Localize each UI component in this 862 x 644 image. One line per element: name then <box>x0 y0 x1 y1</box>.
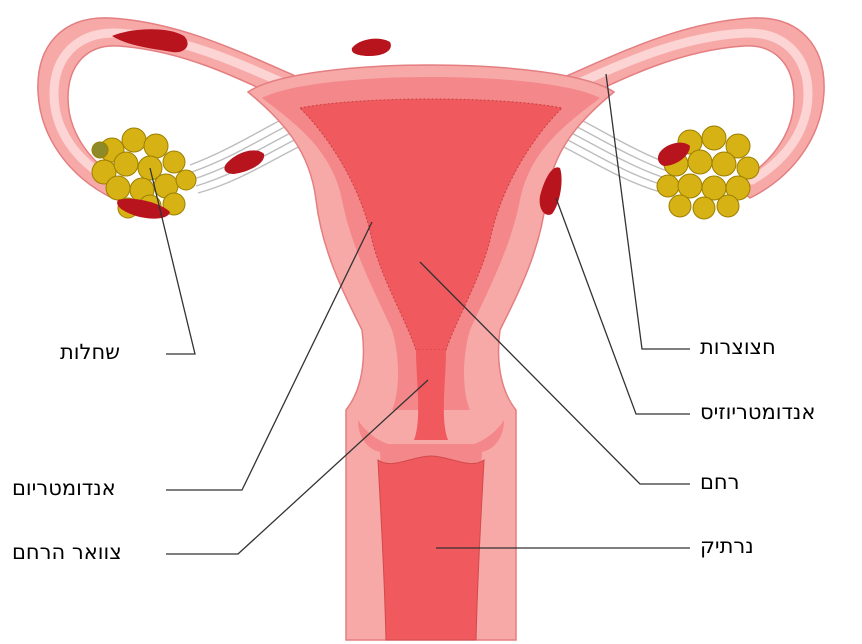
label-endometriosis: אנדומטריוזיס <box>700 402 815 423</box>
cervical-canal <box>414 350 448 440</box>
label-fallopian-tubes: חצוצרות <box>700 337 776 358</box>
label-uterus: רחם <box>700 472 740 493</box>
label-vagina: נרתיק <box>700 536 754 557</box>
leader-endometriosis <box>556 198 690 414</box>
label-cervix: צוואר הרחם <box>12 542 122 563</box>
label-ovaries: שחלות <box>60 342 120 363</box>
ovary-right <box>657 126 759 219</box>
label-endometrium: אנדומטריום <box>12 478 116 499</box>
